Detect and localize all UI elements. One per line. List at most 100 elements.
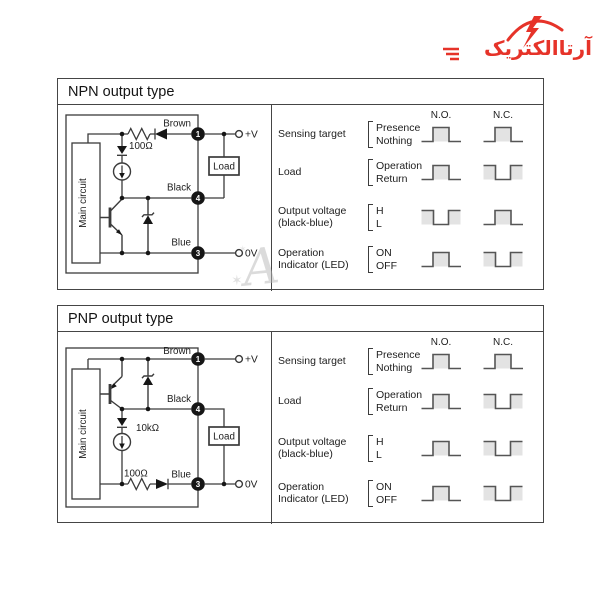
pnp-panel-title: PNP output type: [68, 310, 174, 327]
diode-down-triangle: [117, 146, 127, 154]
row-label-line2: Indicator (LED): [278, 492, 349, 505]
brand-name: آرتاالکتریک: [484, 38, 592, 60]
bracket: [368, 246, 373, 273]
zener-triangle: [143, 376, 153, 385]
pnp-circuit-diagram: Main circuit 10kΩ 100Ω Brown Black Blue …: [65, 346, 258, 508]
diode-triangle: [155, 128, 167, 140]
current-source: [112, 432, 132, 452]
terminal-4-number: 4: [196, 405, 201, 414]
row-label: Sensing target: [278, 354, 346, 367]
transistor-pnp: [100, 359, 123, 410]
pnp-panel-header: PNP output type: [58, 306, 543, 332]
waveform-no-pulse: [420, 392, 462, 410]
wire-black-label: Black: [167, 394, 191, 405]
zener-triangle: [143, 215, 153, 224]
main-circuit-label: Main circuit: [78, 409, 89, 459]
waveform-no-pulse: [420, 352, 462, 370]
speed-lines-icon: [443, 47, 459, 61]
zerov-terminal-circle: [234, 479, 244, 489]
bracket: [368, 348, 373, 375]
terminal-3: [191, 246, 205, 260]
row-label: Sensing target: [278, 127, 346, 140]
waveform-no-pulse: [420, 163, 462, 181]
waveform-no-pulse: [420, 439, 462, 457]
current-source: [112, 162, 132, 181]
col-header-nc: N.C.: [493, 337, 513, 348]
diode-right-triangle: [156, 479, 168, 489]
terminal-3: [191, 477, 205, 491]
waveform-nc-inverted: [482, 484, 524, 502]
col-header-nc: N.C.: [493, 110, 513, 121]
row-label-line2: Indicator (LED): [278, 258, 349, 271]
npn-circuit-diagram: Main circuit 100Ω Brown Black Blue Load …: [65, 114, 258, 274]
waveform-nc-inverted: [482, 250, 524, 268]
zerov-terminal-circle: [234, 248, 244, 258]
branch-wires: [117, 409, 127, 484]
col-header-no: N.O.: [430, 337, 452, 348]
row-label: Output voltage(black-blue): [278, 205, 368, 229]
current-arrowhead: [119, 173, 125, 179]
npn-panel-title: NPN output type: [68, 83, 175, 100]
resistor-label: 100Ω: [129, 141, 153, 152]
row-label: Load: [278, 165, 302, 178]
terminal-1-number: 1: [196, 130, 201, 139]
npn-panel: NPN output type: [57, 78, 544, 291]
plusv-terminal-circle: [234, 354, 244, 364]
wire-brown: [87, 133, 128, 143]
terminal-1-number: 1: [196, 355, 201, 364]
wire-blue-label: Blue: [171, 470, 191, 481]
main-circuit-box: [71, 142, 101, 264]
resistor-label: 100Ω: [124, 469, 148, 480]
main-circuit-label: Main circuit: [78, 178, 89, 228]
load-label: Load: [213, 432, 235, 443]
waveform-nc-pulse: [482, 208, 524, 226]
load-wires: [204, 134, 225, 199]
sensor-outline: [65, 347, 199, 508]
bracket: [368, 388, 373, 415]
waveform-no-inverted: [420, 208, 462, 226]
terminal-1: [191, 127, 205, 141]
emitter-arrowhead: [115, 229, 122, 235]
zerov-label: 0V: [245, 480, 258, 491]
terminal-4-number: 4: [196, 194, 201, 203]
zener-diode: [141, 198, 155, 253]
wire-brown-label: Brown: [163, 346, 191, 357]
bracket: [368, 159, 373, 186]
transistor-npn: [100, 198, 123, 253]
plusv-label: +V: [245, 355, 258, 366]
load-wires: [204, 408, 225, 484]
waveform-no-pulse: [420, 125, 462, 143]
resistor-100: [127, 127, 151, 141]
main-circuit-box: [71, 368, 101, 500]
row-label-line2: (black-blue): [278, 216, 333, 229]
waveform-nc-pulse: [482, 352, 524, 370]
waveform-nc-inverted: [482, 163, 524, 181]
terminal-4: [191, 191, 205, 205]
terminal-3-number: 3: [196, 480, 201, 489]
waveform-nc-inverted: [482, 392, 524, 410]
branch-wires: [117, 134, 127, 198]
